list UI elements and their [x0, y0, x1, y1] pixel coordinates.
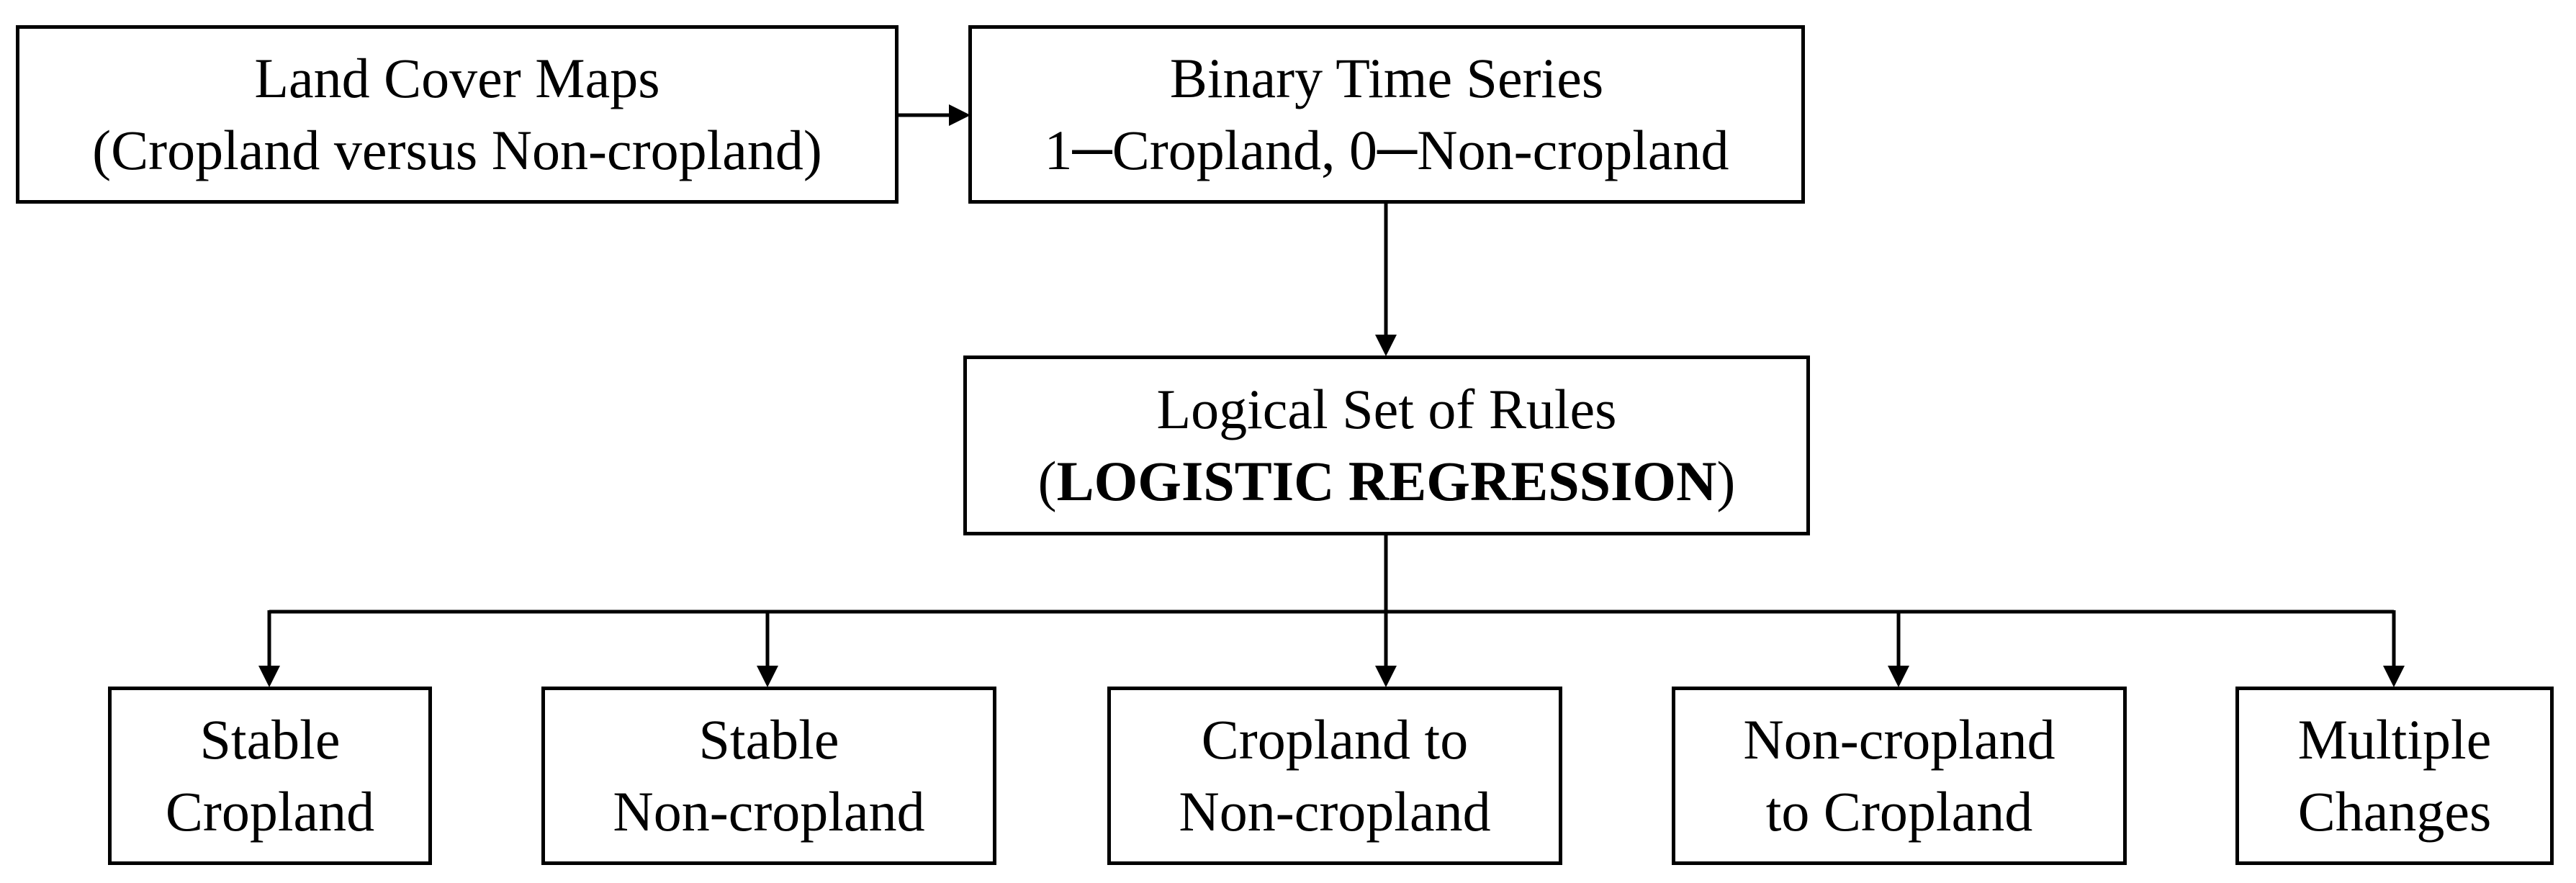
rules-method-name: LOGISTIC REGRESSION	[1056, 450, 1717, 512]
outcome-multiple-changes-box: Multiple Changes	[2235, 687, 2554, 865]
outcome-line1: Cropland to	[1201, 708, 1469, 771]
outcome-line2: to Cropland	[1765, 780, 2033, 843]
land-cover-title: Land Cover Maps	[254, 47, 660, 110]
outcome-line2: Changes	[2297, 780, 2492, 843]
outcome-line1: Stable	[698, 708, 839, 771]
outcome-line2: Non-cropland	[613, 780, 925, 843]
rules-method-line: (LOGISTIC REGRESSION)	[1038, 445, 1736, 517]
outcome-line2: Non-cropland	[1179, 780, 1491, 843]
binary-series-legend: 1─Cropland, 0─Non-cropland	[1044, 119, 1729, 181]
rules-open-paren: (	[1037, 450, 1057, 512]
outcome-line2: Cropland	[165, 780, 375, 843]
outcome-non-cropland-to-cropland-box: Non-cropland to Cropland	[1672, 687, 2127, 865]
outcome-stable-non-cropland-box: Stable Non-cropland	[541, 687, 996, 865]
land-cover-maps-box: Land Cover Maps (Cropland versus Non-cro…	[16, 25, 899, 204]
rules-title: Logical Set of Rules	[1156, 378, 1617, 441]
binary-series-title: Binary Time Series	[1169, 47, 1604, 110]
logical-rules-box: Logical Set of Rules (LOGISTIC REGRESSIO…	[963, 356, 1810, 535]
outcome-line1: Stable	[199, 708, 341, 771]
land-cover-subtitle: (Cropland versus Non-cropland)	[92, 119, 822, 181]
binary-time-series-box: Binary Time Series 1─Cropland, 0─Non-cro…	[968, 25, 1805, 204]
outcome-stable-cropland-box: Stable Cropland	[108, 687, 432, 865]
rules-close-paren: )	[1716, 450, 1736, 512]
outcome-line1: Multiple	[2297, 708, 2492, 771]
outcome-line1: Non-cropland	[1743, 708, 2055, 771]
outcome-cropland-to-non-cropland-box: Cropland to Non-cropland	[1107, 687, 1562, 865]
